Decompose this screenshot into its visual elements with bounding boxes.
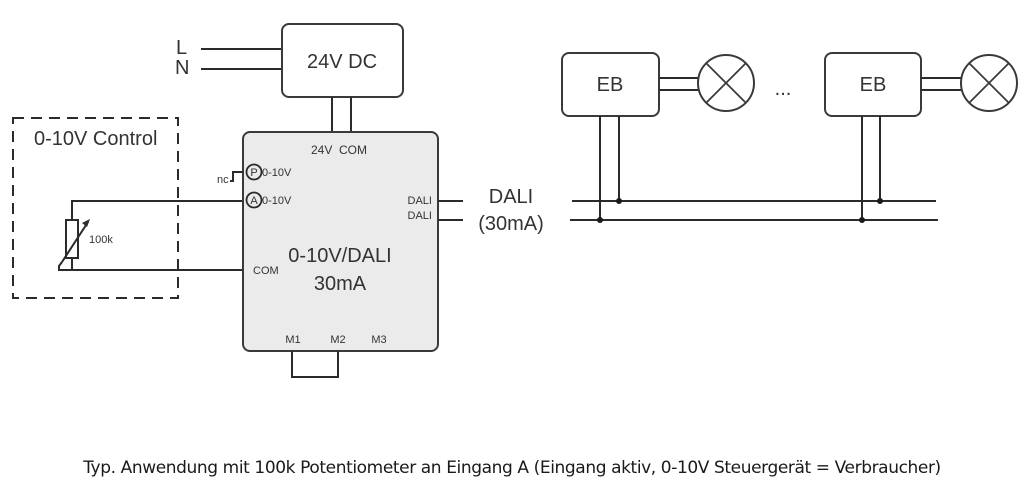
mains-label-n: N	[175, 57, 189, 79]
input-a-terminal	[245, 191, 263, 209]
m1-m2-bridge	[291, 351, 339, 378]
input-a-label: 0-10V	[262, 195, 292, 207]
bus-current: (30mA)	[478, 213, 544, 235]
lamp-icon	[697, 54, 755, 112]
module-com-label: COM	[253, 265, 279, 277]
control-box-title: 0-10V Control	[34, 128, 157, 150]
converter-module	[242, 131, 439, 352]
dali-terminal-1: DALI	[408, 195, 432, 207]
ballast-box-1	[561, 52, 660, 117]
potentiometer-arrow-shaft	[61, 221, 89, 263]
ballast-label-1: EB	[597, 74, 624, 96]
module-title-line2: 30mA	[314, 273, 367, 295]
terminal-m1: M1	[285, 334, 300, 346]
potentiometer-label: 100k	[89, 234, 113, 246]
lamp-icon	[960, 54, 1018, 112]
wire-com-return	[71, 226, 245, 271]
potentiometer-wiper-link	[58, 261, 72, 271]
ellipsis: ...	[775, 78, 792, 100]
input-p-badge: P	[250, 167, 257, 179]
terminal-m3: M3	[371, 334, 386, 346]
control-box-border	[12, 117, 179, 299]
ballast-box-2	[824, 52, 922, 117]
ballast-2-junction-a	[859, 217, 865, 223]
module-title-line1: 0-10V/DALI	[288, 245, 391, 267]
input-a-badge: A	[250, 195, 258, 207]
power-supply-box	[281, 23, 404, 98]
input-p-label: 0-10V	[262, 167, 292, 179]
potentiometer-arrow-head	[82, 219, 90, 227]
nc-wire	[230, 171, 243, 182]
power-supply-label: 24V DC	[307, 51, 377, 73]
ballast-1-junction-b	[616, 198, 622, 204]
diagram-caption: Typ. Anwendung mit 100k Potentiometer an…	[83, 458, 941, 478]
ballast-label-2: EB	[860, 74, 887, 96]
terminal-m2: M2	[330, 334, 345, 346]
nc-label: nc	[217, 174, 229, 186]
module-top-terminals: 24V COM	[311, 143, 367, 157]
ballast-1-junction-a	[597, 217, 603, 223]
mains-label-l: L	[176, 37, 187, 59]
ballast-2-junction-b	[877, 198, 883, 204]
wire-input-a	[71, 200, 245, 254]
input-p-terminal	[245, 163, 263, 181]
bus-label: DALI	[489, 186, 533, 208]
dali-terminal-2: DALI	[408, 210, 432, 222]
